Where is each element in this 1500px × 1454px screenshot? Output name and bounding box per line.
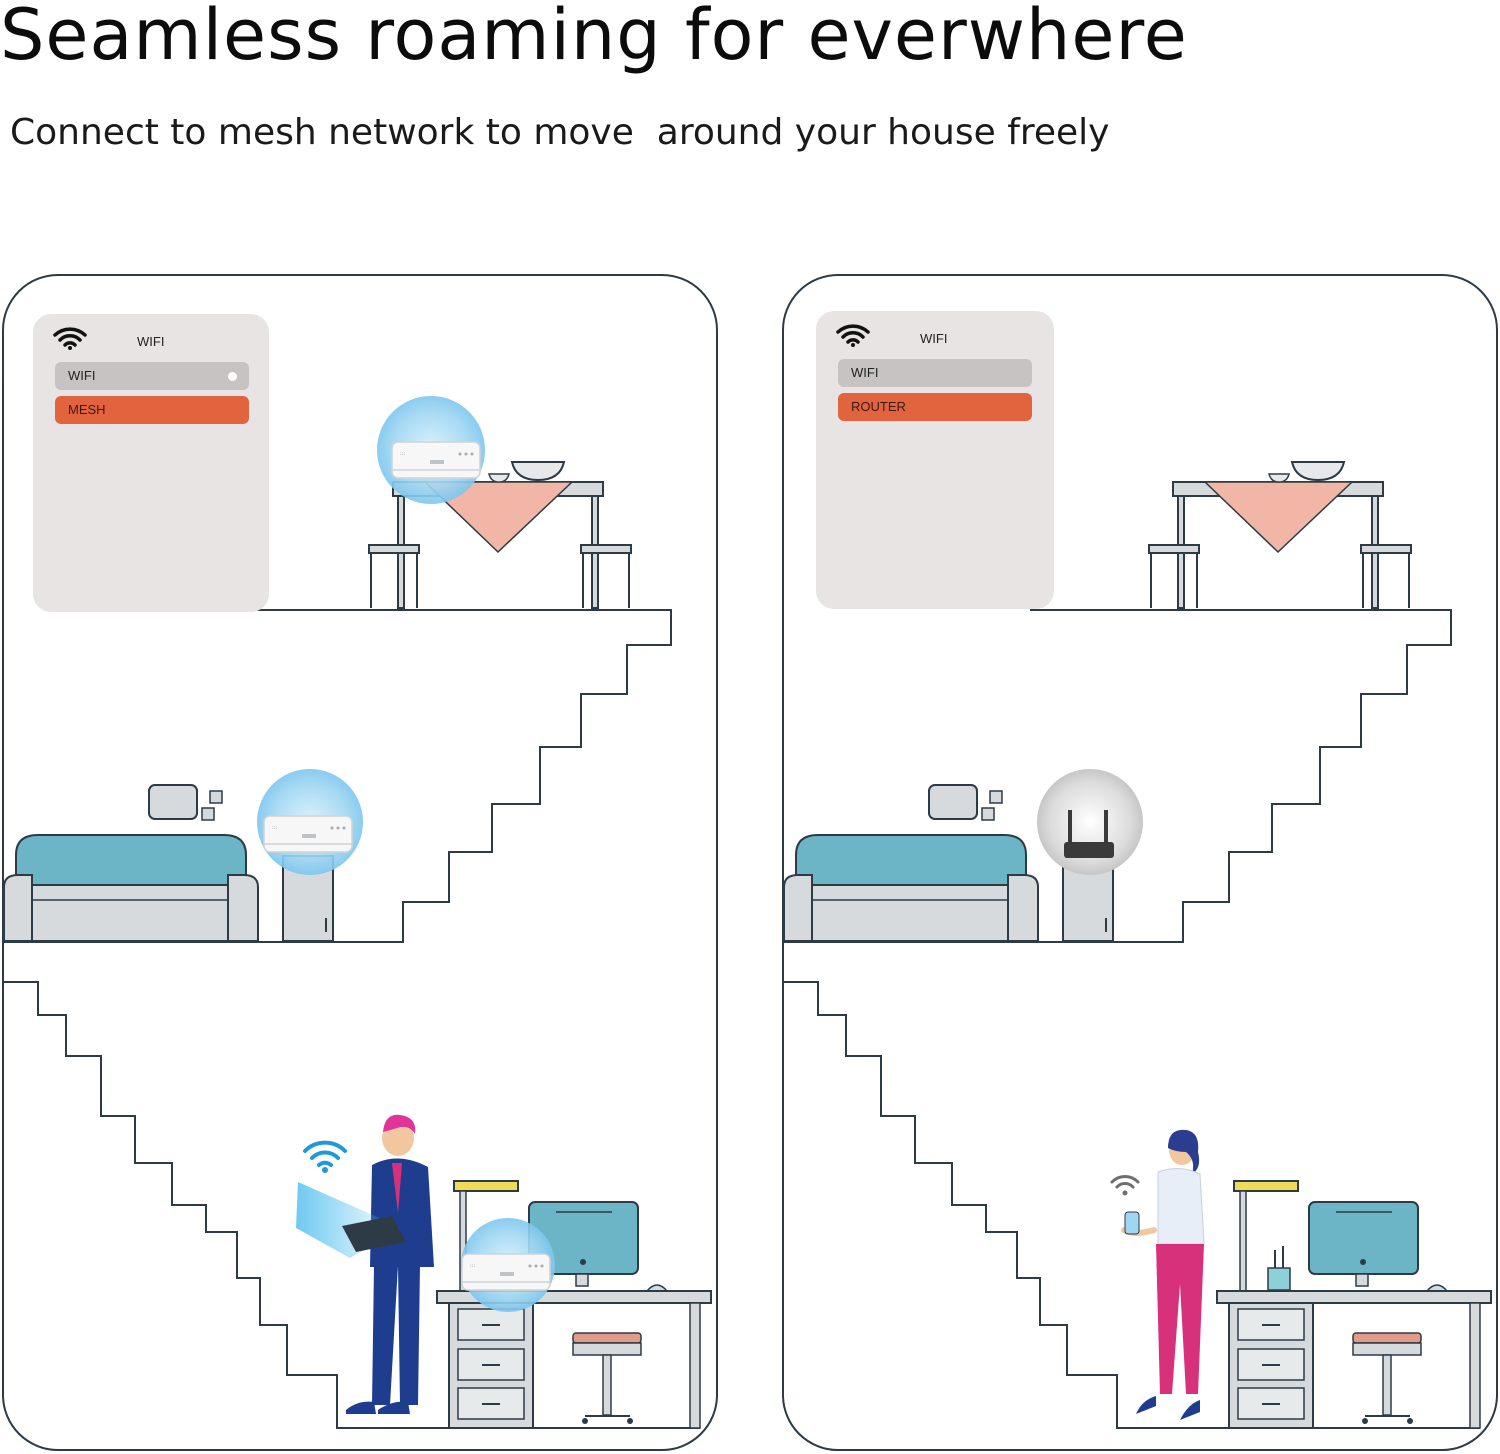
toggle-dot-icon: [228, 372, 237, 381]
mesh-node-icon: [461, 1218, 555, 1312]
card-title: WIFI: [137, 334, 165, 349]
wifi-icon: [303, 1140, 347, 1173]
page-title: Seamless roaming for everwhere: [0, 0, 1188, 76]
network-option-router[interactable]: ROUTER: [838, 393, 1032, 421]
mesh-panel: [2, 274, 718, 1451]
mesh-node-icon: [257, 769, 363, 875]
network-option-label: WIFI: [68, 368, 96, 383]
network-card-mesh: WIFI WIFI MESH: [33, 314, 269, 612]
network-option-wifi[interactable]: WIFI: [838, 359, 1032, 387]
network-option-wifi[interactable]: WIFI: [55, 362, 249, 390]
man-with-laptop-figure: [296, 1114, 434, 1414]
wifi-icon: [836, 324, 870, 347]
network-option-mesh[interactable]: MESH: [55, 396, 249, 424]
wifi-icon: [53, 327, 87, 350]
wifi-icon: [1110, 1175, 1140, 1196]
page-subtitle: Connect to mesh network to move around y…: [10, 112, 1110, 153]
card-title: WIFI: [920, 331, 948, 346]
mesh-node-icon: [377, 396, 485, 504]
router-icon: [1037, 769, 1143, 875]
woman-with-phone-figure: [1110, 1129, 1205, 1420]
network-card-router: WIFI WIFI ROUTER: [816, 311, 1054, 609]
router-panel: [782, 274, 1498, 1451]
